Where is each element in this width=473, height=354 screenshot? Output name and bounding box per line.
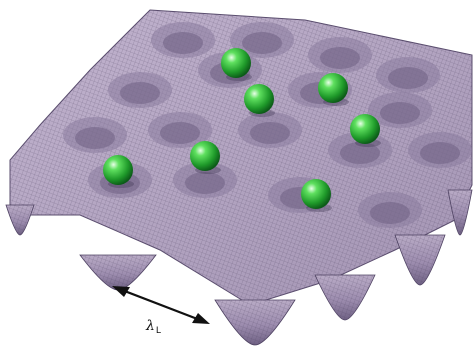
front-well-mesh <box>315 275 375 320</box>
atom <box>350 114 380 144</box>
front-well-mesh <box>80 255 156 290</box>
pit-core <box>388 67 428 89</box>
atom <box>103 155 133 185</box>
wavelength-label: λL <box>145 318 161 336</box>
atom <box>318 73 348 103</box>
pit-core <box>320 47 360 69</box>
atom <box>301 179 331 209</box>
front-well-mesh <box>395 235 445 285</box>
pit-core <box>370 202 410 224</box>
pit-core <box>120 82 160 104</box>
pit-core <box>163 32 203 54</box>
pit-core <box>160 122 200 144</box>
lattice-spacing-arrow <box>112 286 210 324</box>
pit-core <box>250 122 290 144</box>
pit-core <box>242 32 282 54</box>
front-well-mesh <box>6 205 34 235</box>
pit-core <box>185 172 225 194</box>
atom <box>190 141 220 171</box>
pit-core <box>380 102 420 124</box>
pit-core <box>420 142 460 164</box>
wavelength-subscript: L <box>156 326 161 336</box>
atom <box>244 84 274 114</box>
pit-core <box>75 127 115 149</box>
wavelength-symbol: λ <box>145 318 155 334</box>
front-well-mesh <box>215 300 295 345</box>
atom <box>221 48 251 78</box>
